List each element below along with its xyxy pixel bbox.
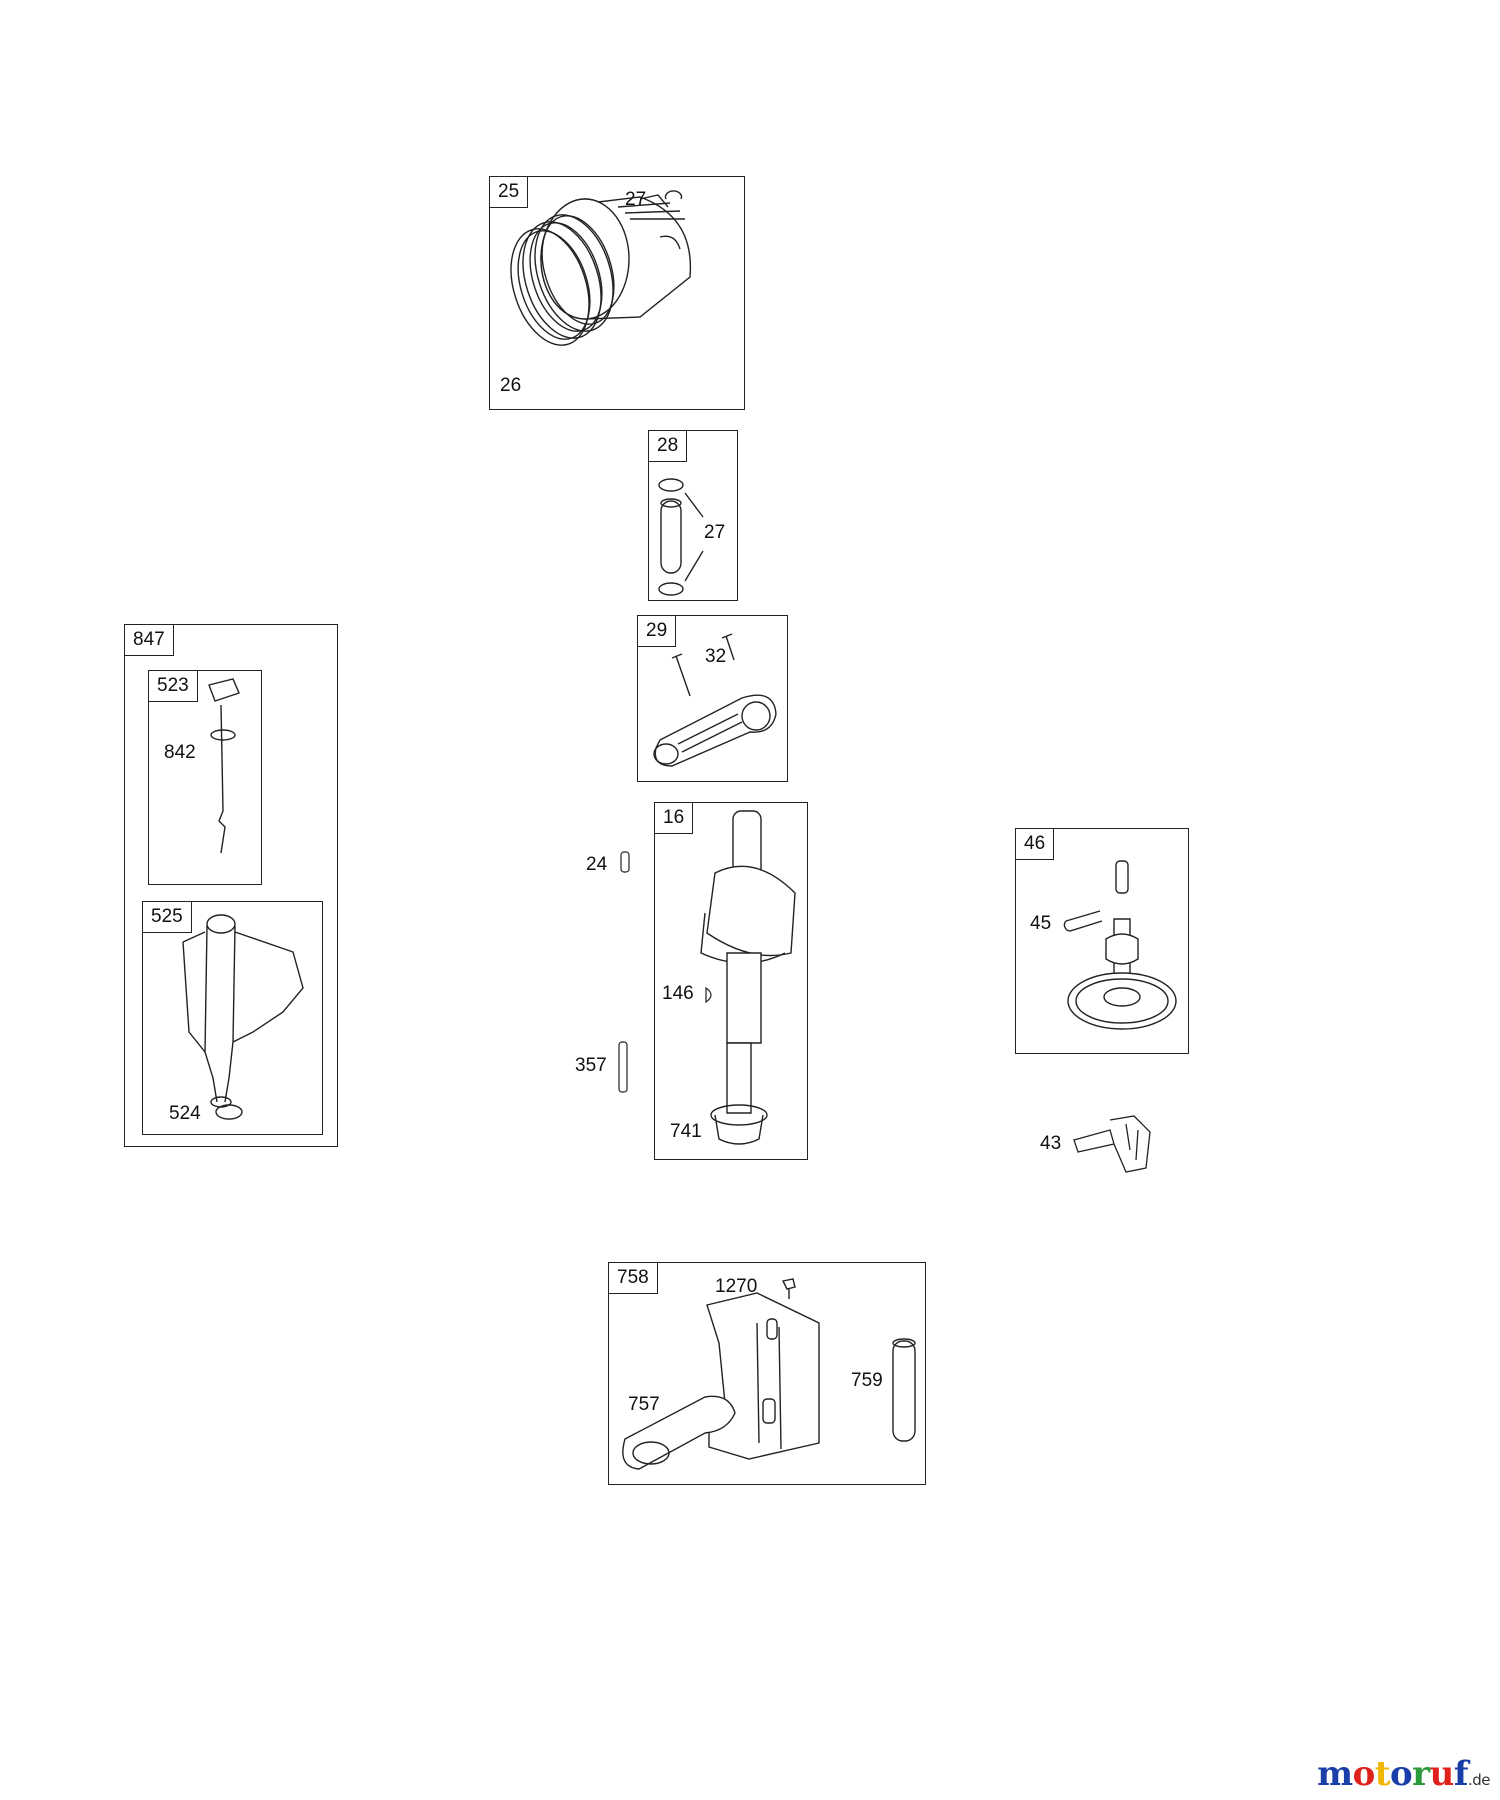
label-ring-clip: 27	[625, 189, 647, 210]
label-breather-screw: 1270	[715, 1276, 758, 1297]
label-piston-rings: 26	[500, 375, 522, 396]
label-tube-oring: 524	[169, 1103, 201, 1124]
label-governor-43: 43	[1040, 1133, 1062, 1154]
breather-illustration	[609, 1263, 927, 1486]
breather-group-id: 758	[609, 1263, 658, 1294]
piston-pin-illustration	[649, 431, 739, 602]
piston-illustration	[490, 177, 746, 411]
crankshaft-group-box: 16 741	[654, 802, 808, 1160]
label-breather-sleeve: 759	[851, 1370, 883, 1391]
dipstick-illustration	[149, 671, 263, 886]
label-pin-24: 24	[586, 854, 608, 875]
camshaft-illustration	[1016, 829, 1190, 1055]
label-cam-lifter: 45	[1030, 913, 1052, 934]
key-146-illustration	[704, 986, 716, 1004]
label-breather-baffle: 757	[628, 1394, 660, 1415]
dipstick-tube-group-id: 847	[125, 625, 174, 656]
dowel-357-illustration	[616, 1040, 630, 1094]
dipstick-tube-group-box: 847 523 842 525 524	[124, 624, 338, 1147]
pin-24-illustration	[618, 850, 632, 874]
label-rod-bolts: 32	[705, 646, 727, 667]
connecting-rod-illustration	[638, 616, 789, 783]
piston-group-id: 25	[490, 177, 529, 208]
dipstick-group-box: 523 842	[148, 670, 262, 885]
rod-group-id: 29	[638, 616, 677, 647]
crankshaft-group-id: 16	[655, 803, 694, 834]
piston-group-box: 25 27 26	[489, 176, 745, 410]
tube-oring-illustration	[143, 902, 324, 1136]
camshaft-group-box: 46 45	[1015, 828, 1189, 1054]
crankshaft-illustration	[655, 803, 809, 1161]
pin-group-box: 28 27	[648, 430, 738, 601]
breather-group-box: 758 1270 757 759	[608, 1262, 926, 1485]
pin-group-id: 28	[649, 431, 688, 462]
label-pin-clips: 27	[704, 522, 726, 543]
label-crank-gear: 741	[670, 1121, 702, 1142]
dipstick-tube-illustration	[143, 902, 324, 1136]
camshaft-group-id: 46	[1016, 829, 1055, 860]
label-key-146: 146	[662, 983, 694, 1004]
label-dipstick-oring: 842	[164, 742, 196, 763]
governor-43-illustration	[1070, 1110, 1156, 1176]
dipstick-group-id: 523	[149, 671, 198, 702]
label-dowel-357: 357	[575, 1055, 607, 1076]
rod-group-box: 29 32	[637, 615, 788, 782]
motoruf-logo: motoruf.de	[1317, 1754, 1490, 1794]
tube-group-box: 525 524	[142, 901, 323, 1135]
tube-group-id: 525	[143, 902, 192, 933]
